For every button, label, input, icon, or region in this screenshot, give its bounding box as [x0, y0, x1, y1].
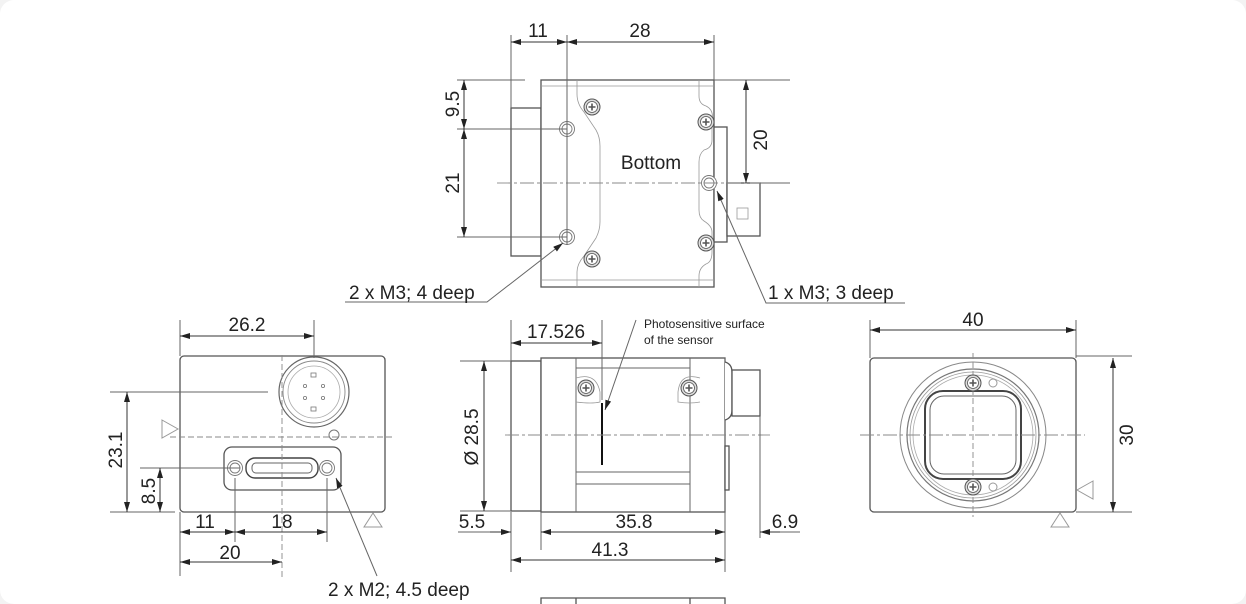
dim-diameter-28-5: Ø 28.5 — [462, 408, 483, 465]
dim-9-5: 9.5 — [443, 91, 464, 117]
dim-30: 30 — [1117, 424, 1138, 445]
reference-triangle-icon — [363, 512, 383, 528]
dim-18: 18 — [271, 512, 292, 533]
reference-triangle-icon — [161, 419, 180, 439]
partial-view-outline — [540, 597, 726, 604]
side-view: 17.526 Ø 28.5 5.5 35.8 6.9 41.3 Photosen… — [458, 317, 800, 604]
screw-icon — [583, 250, 601, 268]
dim-28: 28 — [629, 21, 650, 42]
lens-mount-outline — [510, 107, 542, 257]
dim-26-2: 26.2 — [229, 315, 266, 336]
dim-11-back: 11 — [195, 512, 215, 533]
sensor-note-line1: Photosensitive surface — [644, 317, 765, 331]
m8-connector-icon — [278, 356, 350, 428]
screw-icon — [964, 374, 982, 392]
screw-icon — [964, 478, 982, 496]
dim-23-1: 23.1 — [106, 432, 127, 469]
sensor-note-line2: of the sensor — [644, 333, 713, 347]
lens-mount-outline — [510, 360, 542, 512]
bottom-view: 11 28 9.5 21 20 Bottom 2 x M3; 4 deep 1 … — [345, 21, 905, 304]
dim-5-5: 5.5 — [459, 512, 485, 533]
note-m2-4-5-deep: 2 x M2; 4.5 deep — [328, 580, 470, 601]
threaded-hole-icon — [319, 460, 335, 476]
reference-triangle-icon — [1075, 480, 1094, 500]
dim-8-5: 8.5 — [139, 478, 160, 504]
dim-6-9: 6.9 — [772, 512, 798, 533]
view-label-bottom: Bottom — [621, 153, 681, 174]
screw-icon — [577, 379, 595, 397]
screw-icon — [583, 98, 601, 116]
front-view: 40 30 — [860, 310, 1138, 528]
dim-21: 21 — [443, 172, 464, 193]
note-m3-4-deep: 2 x M3; 4 deep — [349, 283, 475, 304]
dim-35-8: 35.8 — [616, 512, 653, 533]
dim-40: 40 — [962, 310, 983, 331]
note-m3-3-deep: 1 x M3; 3 deep — [768, 283, 894, 304]
dim-41-3: 41.3 — [592, 540, 629, 561]
dim-20-top: 20 — [751, 129, 772, 150]
screw-icon — [697, 234, 715, 252]
screw-icon — [680, 379, 698, 397]
led-icon — [328, 429, 340, 441]
screw-icon — [697, 113, 715, 131]
reference-triangle-icon — [1050, 512, 1070, 528]
dim-20-back: 20 — [219, 543, 240, 564]
back-view: 26.2 23.1 8.5 11 18 20 2 x M2; 4.5 deep — [106, 315, 470, 601]
dim-17-526: 17.526 — [527, 322, 585, 343]
dim-11-top: 11 — [528, 21, 548, 42]
connector-plug — [726, 182, 761, 237]
camera-body-outline — [540, 79, 715, 288]
connector-plug — [731, 369, 761, 417]
